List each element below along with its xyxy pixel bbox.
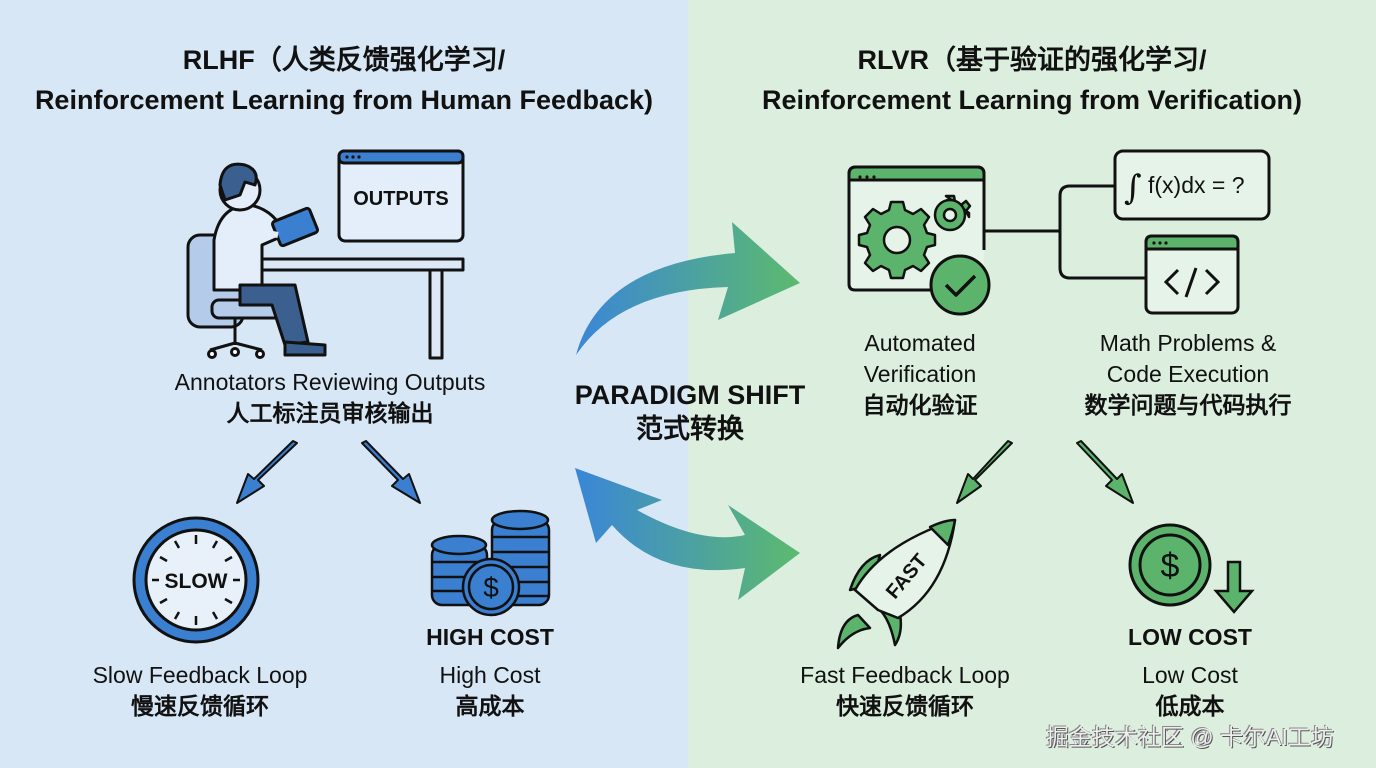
slow-feedback-zh: 慢速反馈循环 <box>131 693 269 719</box>
low-cost-en: Low Cost <box>1142 662 1238 688</box>
fast-feedback-label: Fast Feedback Loop 快速反馈循环 <box>770 660 1040 722</box>
low-cost-label: Low Cost 低成本 <box>1100 660 1280 722</box>
arrow-to-fast-icon <box>956 440 1013 504</box>
arrow-to-cost-icon <box>361 440 421 504</box>
automated-verification-label: Automated Verification 自动化验证 <box>820 328 1020 421</box>
coins-stack-icon: $ <box>430 509 551 617</box>
annotators-label: Annotators Reviewing Outputs 人工标注员审核输出 <box>140 367 520 429</box>
rlvr-title: RLVR（基于验证的强化学习/ Reinforcement Learning f… <box>688 40 1376 120</box>
fast-rocket-icon: FAST <box>836 518 957 650</box>
high-cost-en: High Cost <box>439 662 541 688</box>
slow-feedback-en: Slow Feedback Loop <box>92 662 308 688</box>
integral-icon: ∫ <box>1124 168 1142 208</box>
annotators-label-en: Annotators Reviewing Outputs <box>174 369 486 395</box>
rlvr-title-line1: RLVR（基于验证的强化学习/ <box>857 45 1207 75</box>
paradigm-shift-zh: 范式转换 <box>636 414 744 444</box>
code-window-icon <box>1144 234 1240 315</box>
annotators-label-zh: 人工标注员审核输出 <box>226 400 434 426</box>
high-cost-caption: HIGH COST <box>426 624 554 650</box>
rlhf-title: RLHF（人类反馈强化学习/ Reinforcement Learning fr… <box>0 40 688 120</box>
rlvr-arrows <box>956 440 1134 504</box>
rlhf-arrows <box>236 440 421 504</box>
svg-text:$: $ <box>483 572 499 603</box>
slow-feedback-label: Slow Feedback Loop 慢速反馈循环 <box>60 660 340 722</box>
math-formula: f(x)dx = ? <box>1148 172 1245 198</box>
verification-zh: 自动化验证 <box>862 392 978 418</box>
verification-en-1: Automated <box>864 330 976 356</box>
down-arrow-icon <box>1213 560 1255 614</box>
arrow-to-lowcost-icon <box>1076 440 1134 504</box>
math-problem-box: ∫ f(x)dx = ? <box>1113 149 1271 221</box>
outputs-window-icon: OUTPUTS <box>337 149 465 243</box>
fast-feedback-en: Fast Feedback Loop <box>800 662 1010 688</box>
svg-text:$: $ <box>1161 547 1180 585</box>
rlhf-panel <box>0 0 688 768</box>
fast-feedback-zh: 快速反馈循环 <box>836 693 974 719</box>
low-cost-caption: LOW COST <box>1128 624 1252 650</box>
slow-clock-icon: SLOW <box>132 516 260 644</box>
verification-en-2: Verification <box>863 361 977 387</box>
low-cost-coin-icon: $ <box>1128 523 1255 614</box>
paradigm-shift-arrows <box>575 222 800 600</box>
math-code-label: Math Problems & Code Execution 数学问题与代码执行 <box>1060 328 1316 421</box>
low-cost-zh: 低成本 <box>1155 693 1225 719</box>
problems-en-1: Math Problems & <box>1099 330 1277 356</box>
rlhf-title-line1: RLHF（人类反馈强化学习/ <box>182 45 506 75</box>
rlvr-title-line2: Reinforcement Learning from Verification… <box>761 85 1303 115</box>
problems-zh: 数学问题与代码执行 <box>1084 392 1292 418</box>
annotator-illustration: OUTPUTS <box>186 149 465 360</box>
paradigm-shift-label: PARADIGM SHIFT 范式转换 <box>540 378 840 446</box>
outputs-label: OUTPUTS <box>353 188 449 210</box>
watermark: 掘金技术社区 @ 卡尔AI工坊 <box>1046 724 1334 750</box>
high-cost-label: High Cost 高成本 <box>400 660 580 722</box>
high-cost-zh: 高成本 <box>455 693 525 719</box>
verification-connectors <box>985 184 1145 280</box>
paradigm-shift-en: PARADIGM SHIFT <box>574 380 806 410</box>
problems-en-2: Code Execution <box>1106 361 1270 387</box>
rlhf-title-line2: Reinforcement Learning from Human Feedba… <box>34 85 654 115</box>
shift-arrow-top <box>576 222 800 355</box>
shift-arrow-bottom <box>575 468 800 600</box>
automated-verification-icon <box>847 165 991 316</box>
arrow-to-slow-icon <box>236 440 298 504</box>
slow-text: SLOW <box>165 570 228 593</box>
rlvr-panel <box>688 0 1376 768</box>
